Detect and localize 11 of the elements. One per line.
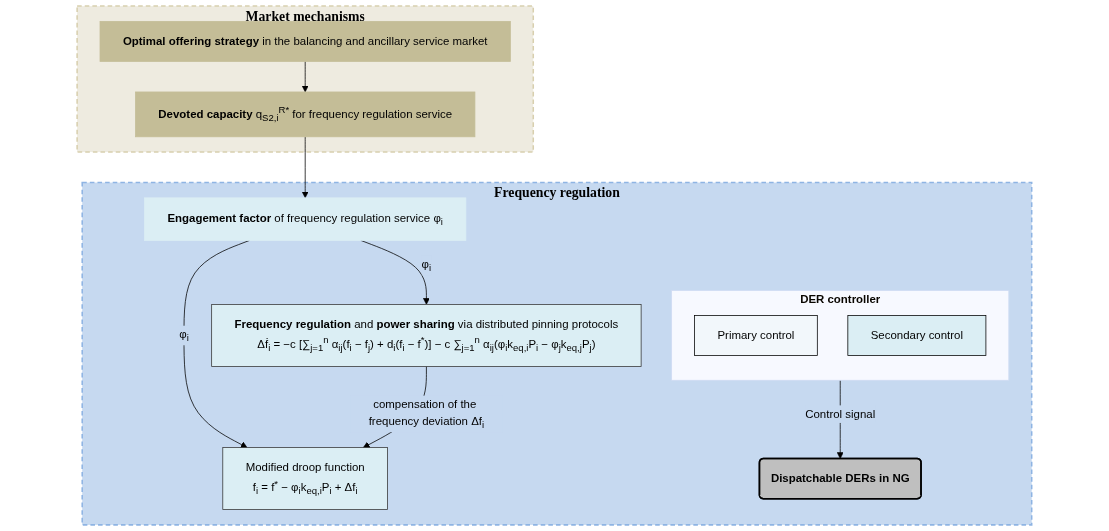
node-box: Frequency regulation and power sharing via distributed pinning protocols Δḟ$_{i}$ = −c [∑$_{j=1}$$^{n}$ α$_{ij}$(f$_{i}$ − f$_{j}$) + d$_{i}$(f$_{i}$ − f$^{*}$)] − c ∑$_{j=1}$$^{n}$ α$_{ij}$(φ$_{i}$k$_{eq,i}$P$_{i}$ − φ$_{j}$k$_{eq,j}$P$_{j}$)	[211, 304, 642, 367]
edge-label: φ$_{i}$	[179, 327, 189, 344]
node-box: Optimal offering strategy in the balancing and ancillary service market	[99, 21, 511, 62]
node-box: Modified droop function f$_{i}$ = f$^{*}$ − φ$_{i}$k$_{eq,i}$P$_{i}$ + Δf$_{i}$	[222, 447, 389, 510]
node-box: Engagement factor of frequency regulation service φ$_{i}$	[144, 197, 467, 241]
node-box: Devoted capacity q$_{S2,i}$$^{R*}$ for frequency regulation service	[135, 91, 476, 138]
edge-label: Control signal	[805, 406, 876, 420]
edge-label: φ$_{i}$	[421, 257, 432, 274]
node-box: Secondary control	[847, 315, 987, 356]
edge-label: compensation of the frequency deviation Δf$_{i}$	[368, 397, 485, 431]
node-box: Primary control	[694, 315, 818, 356]
